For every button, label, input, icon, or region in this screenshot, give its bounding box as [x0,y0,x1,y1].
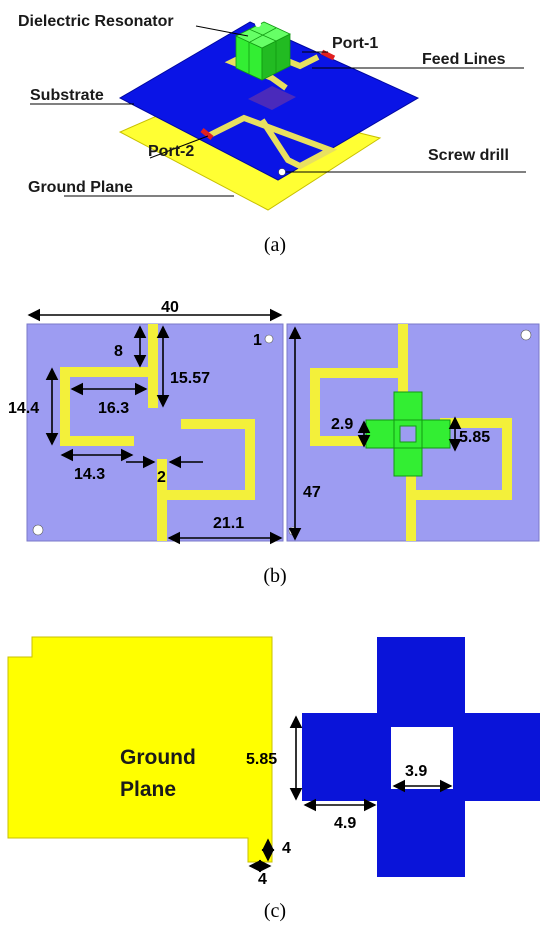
cross-center-hole [391,727,453,789]
dim-16-3: 16.3 [98,400,129,417]
label-screw-drill: Screw drill [428,147,509,164]
caption-a: (a) [264,234,286,256]
dim-c-4-9: 4.9 [334,815,356,832]
dim-5-85: 5.85 [459,429,490,446]
dim-2-9: 2.9 [331,416,353,433]
dim-14-4: 14.4 [8,400,39,417]
panel-a: Dielectric Resonator Port-1 Feed Lines S… [18,13,526,256]
ground-label-line2: Plane [120,778,176,801]
dim-c-4a: 4 [282,840,291,857]
dielectric-resonator-3d [235,21,291,81]
caption-b: (b) [263,565,286,587]
dim-c-5-85: 5.85 [246,751,277,768]
panel-b: 40 8 1 15.57 14.4 16.3 14.3 2 21.1 47 2.… [8,299,540,587]
panel-c: Ground Plane 5.85 4.9 3.9 4 4 (c) [7,636,540,922]
screw-drill-hole [278,168,286,176]
dim-47: 47 [303,484,321,501]
feed-lines-bottom [310,324,512,541]
dim-14-3: 14.3 [74,466,105,483]
label-substrate: Substrate [30,87,104,104]
label-feed-lines: Feed Lines [422,51,506,68]
dim-15-57: 15.57 [170,370,210,387]
screw-hole-b1 [264,334,274,344]
ground-plane-2d [7,636,273,863]
screw-hole-top [255,21,261,27]
dim-21-1: 21.1 [213,515,244,532]
dim-40: 40 [161,299,179,316]
dim-c-3-9: 3.9 [405,763,427,780]
label-port2: Port-2 [148,143,194,160]
ground-label-line1: Ground [120,746,196,769]
port1-marker [320,49,336,61]
dim-8: 8 [114,343,123,360]
feed-line-lower [206,114,338,170]
feed-lines-top [60,324,255,541]
label-port1: Port-1 [332,35,378,52]
dim-c-4b: 4 [258,871,267,888]
caption-c: (c) [264,900,286,922]
center-slot [248,86,296,110]
port2-marker [200,128,214,140]
dim-1: 1 [253,332,262,349]
screw-hole-b3 [520,329,532,341]
label-dielectric-resonator: Dielectric Resonator [18,13,174,30]
dra-cross-outline [365,391,451,477]
dim-2: 2 [157,469,166,486]
screw-hole-b2 [32,524,44,536]
label-ground-plane: Ground Plane [28,179,133,196]
